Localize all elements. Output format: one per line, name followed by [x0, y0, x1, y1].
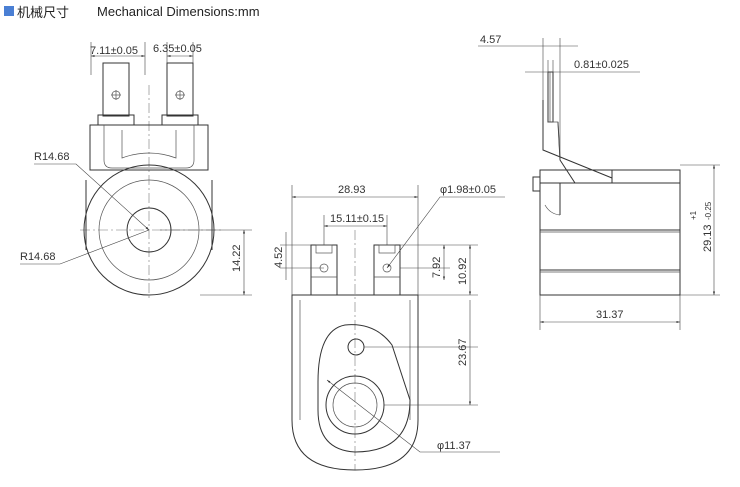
bottom-dim-28-93-label: 28.93: [338, 184, 366, 196]
bottom-housing-outline: [291, 294, 419, 471]
bottom-dim-4-52-label: 4.52: [273, 247, 285, 268]
bottom-view: 28.93 15.11±0.15 φ1.98±0.05 4.52 7.92 10…: [273, 184, 505, 471]
side-main-body: [539, 169, 681, 296]
side-terminal-blade: [547, 71, 554, 123]
blue-square-icon: [4, 6, 14, 16]
side-dim-31-37-label: 31.37: [596, 309, 624, 321]
bottom-right-terminal: [373, 244, 401, 296]
bottom-dim-bore-diameter-label: φ11.37: [437, 440, 471, 452]
bottom-dim-hole-diameter-label: φ1.98±0.05: [440, 184, 496, 196]
front-radius-upper-label: R14.68: [34, 151, 69, 163]
side-dim-0-81-label: 0.81±0.025: [574, 59, 629, 71]
bottom-mount-hole: [347, 338, 365, 356]
side-dim-29-13-tol-lower: -0.25: [704, 201, 713, 220]
title-english: Mechanical Dimensions:mm: [97, 3, 260, 19]
bottom-right-terminal-hole: [382, 263, 392, 273]
front-left-terminal: [102, 62, 130, 117]
bottom-left-terminal: [310, 244, 338, 296]
front-dim-14-22-label: 14.22: [231, 244, 243, 272]
front-radius-lower-label: R14.68: [20, 251, 55, 263]
header: 机械尺寸 Mechanical Dimensions:mm: [4, 2, 260, 21]
side-dim-29-13-tol-upper: +1: [689, 210, 698, 220]
bottom-dim-10-92-label: 10.92: [457, 257, 469, 285]
bottom-dim-23-67-label: 23.67: [457, 338, 469, 366]
front-dim-7-11-label: 7.11±0.05: [90, 45, 138, 57]
front-view: 7.11±0.05 6.35±0.05 R14.68 R14.68 14.22: [20, 42, 252, 300]
side-view: 4.57 0.81±0.025 29.13 +1 -0.25 31.37: [478, 34, 720, 330]
side-dim-29-13-label: 29.13: [702, 224, 714, 252]
title-chinese: 机械尺寸: [17, 5, 70, 21]
front-dim-6-35-label: 6.35±0.05: [153, 43, 202, 55]
bottom-mounting-tab: [317, 324, 411, 453]
bottom-bore-inner: [332, 382, 378, 428]
front-housing-block: [89, 124, 209, 171]
side-dim-4-57-label: 4.57: [480, 34, 501, 46]
bottom-dim-15-11-label: 15.11±0.15: [330, 213, 384, 225]
bottom-dim-7-92-label: 7.92: [431, 257, 443, 278]
side-tab: [532, 176, 541, 192]
front-right-terminal: [166, 62, 194, 117]
